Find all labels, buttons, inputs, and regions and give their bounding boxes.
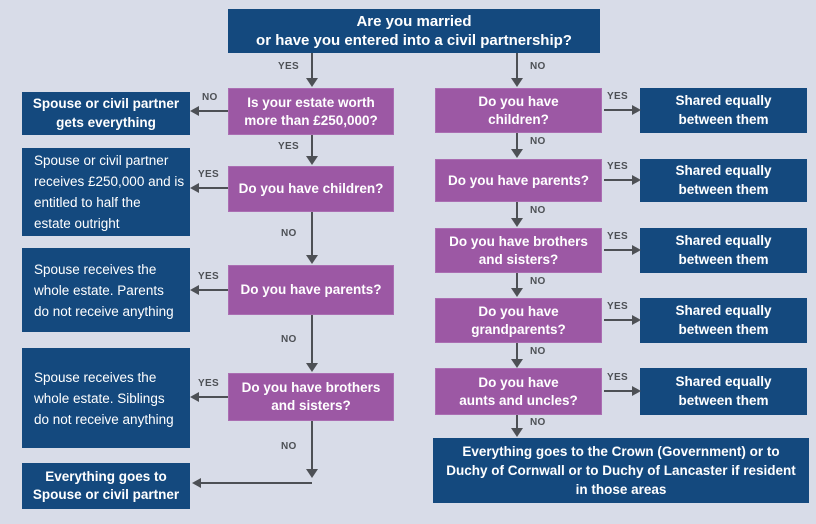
arrow-parents-yes-line: [197, 289, 228, 291]
yes-label: YES: [607, 372, 628, 383]
question-box-aunts-uncles: Do you have aunts and uncles?: [435, 368, 602, 415]
no-label: NO: [530, 61, 546, 72]
outcome-shared-equally-parents: Shared equally between them: [640, 159, 807, 202]
arrowhead-down-icon: [306, 78, 318, 87]
arrowhead-down-icon: [511, 428, 523, 437]
outcome-whole-estate-no-siblings: Spouse receives the whole estate. Siblin…: [22, 348, 190, 448]
arrowhead-down-icon: [511, 359, 523, 368]
arrow-children-no-line: [311, 212, 313, 256]
arrow-root-to-estate-line: [311, 53, 313, 79]
arrowhead-down-icon: [511, 218, 523, 227]
arrow-grandparents-no-line: [516, 343, 518, 360]
no-label: NO: [281, 441, 297, 452]
arrowhead-right-icon: [632, 315, 641, 325]
yes-label: YES: [198, 169, 219, 180]
no-label: NO: [530, 276, 546, 287]
question-box-estate-value: Is your estate worth more than £250,000?: [228, 88, 394, 135]
no-label: NO: [281, 228, 297, 239]
question-box-children-married: Do you have children?: [228, 166, 394, 212]
question-box-children: Do you have children?: [435, 88, 602, 133]
no-label: NO: [530, 205, 546, 216]
arrowhead-left-icon: [190, 392, 199, 402]
question-box-parents-married: Do you have parents?: [228, 265, 394, 315]
arrowhead-left-icon: [192, 478, 201, 488]
question-box-grandparents: Do you have grandparents?: [435, 298, 602, 343]
arrow-root-to-children-line: [516, 53, 518, 79]
root-question-box: Are you married or have you entered into…: [228, 9, 600, 53]
arrow-siblings-no-hline: [199, 482, 312, 484]
arrowhead-right-icon: [632, 175, 641, 185]
arrow-aunts-yes-line: [604, 390, 632, 392]
yes-label: YES: [607, 161, 628, 172]
arrow-aunts-no-line: [516, 415, 518, 429]
arrowhead-right-icon: [632, 245, 641, 255]
yes-label: YES: [278, 61, 299, 72]
arrow-parents-no-line: [311, 315, 313, 364]
arrow-children2-yes-line: [604, 109, 632, 111]
question-box-parents: Do you have parents?: [435, 159, 602, 202]
question-box-siblings-married: Do you have brothers and sisters?: [228, 373, 394, 421]
arrow-children-yes-line: [197, 187, 228, 189]
arrowhead-down-icon: [306, 469, 318, 478]
no-label: NO: [530, 136, 546, 147]
outcome-spouse-gets-everything: Spouse or civil partner gets everything: [22, 92, 190, 135]
arrow-children2-no-line: [516, 133, 518, 150]
arrow-estate-yes-line: [311, 135, 313, 157]
outcome-crown: Everything goes to the Crown (Government…: [433, 438, 809, 503]
no-label: NO: [202, 92, 218, 103]
yes-label: YES: [198, 378, 219, 389]
arrowhead-down-icon: [511, 149, 523, 158]
arrow-parents2-no-line: [516, 202, 518, 219]
outcome-shared-equally-children: Shared equally between them: [640, 88, 807, 133]
arrow-parents2-yes-line: [604, 179, 632, 181]
arrowhead-left-icon: [190, 285, 199, 295]
yes-label: YES: [607, 301, 628, 312]
arrow-siblings2-yes-line: [604, 249, 632, 251]
arrowhead-left-icon: [190, 183, 199, 193]
yes-label: YES: [607, 231, 628, 242]
arrowhead-down-icon: [511, 288, 523, 297]
arrow-siblings-yes-line: [197, 396, 228, 398]
yes-label: YES: [278, 141, 299, 152]
arrow-siblings-no-vline: [311, 421, 313, 470]
arrowhead-down-icon: [306, 156, 318, 165]
arrowhead-right-icon: [632, 105, 641, 115]
arrowhead-left-icon: [190, 106, 199, 116]
outcome-whole-estate-no-parents: Spouse receives the whole estate. Parent…: [22, 248, 190, 332]
yes-label: YES: [198, 271, 219, 282]
arrowhead-down-icon: [511, 78, 523, 87]
arrow-estate-no-line: [197, 110, 228, 112]
no-label: NO: [530, 346, 546, 357]
outcome-everything-to-spouse: Everything goes to Spouse or civil partn…: [22, 463, 190, 509]
arrowhead-right-icon: [632, 386, 641, 396]
arrow-grandparents-yes-line: [604, 319, 632, 321]
outcome-shared-equally-grandparents: Shared equally between them: [640, 298, 807, 343]
outcome-shared-equally-aunts-uncles: Shared equally between them: [640, 368, 807, 415]
arrowhead-down-icon: [306, 363, 318, 372]
outcome-shared-equally-siblings: Shared equally between them: [640, 228, 807, 273]
question-box-siblings: Do you have brothers and sisters?: [435, 228, 602, 273]
arrowhead-down-icon: [306, 255, 318, 264]
yes-label: YES: [607, 91, 628, 102]
outcome-spouse-250k-half-estate: Spouse or civil partner receives £250,00…: [22, 148, 190, 236]
arrow-siblings2-no-line: [516, 273, 518, 289]
no-label: NO: [281, 334, 297, 345]
no-label: NO: [530, 417, 546, 428]
